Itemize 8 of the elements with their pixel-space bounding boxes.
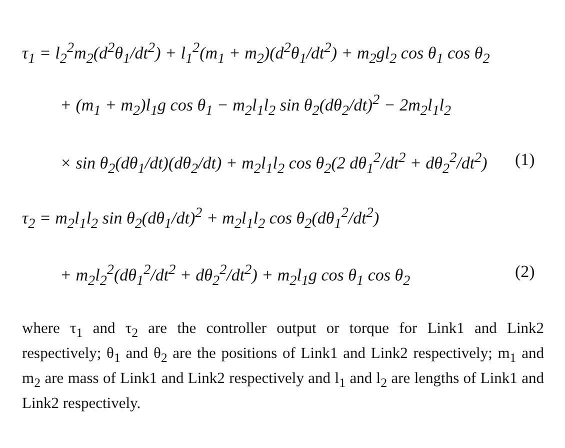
equation-number: (1) bbox=[515, 150, 535, 170]
equation-line: + m$_{2}$l$_{2}$$^{2}$(dθ$_{1}$$^{2}$/dt$^{2}$ + dθ$_{2}$$^{2}$/dt$^{2}$) + m$_{2}$l$_{1}$g cos θ$_{1}$ cos θ$_{2}$ bbox=[60, 262, 410, 290]
description-paragraph: where τ$_{1}$ and τ$_{2}$ are the controller output or torque for Link1 and Link2 respectively; θ$_{1}$ and θ$_{2}$ are the positions of Link1 and Link2 respectively; m$_{1}$ and m$_{2}$ are mass of Link1 and Link2 respectively and l$_{1}$ and l$_{2}$ are lengths of Link1 and Link2 respectively. bbox=[22, 319, 544, 414]
equation-line: + (m$_{1}$ + m$_{2}$)l$_{1}$g cos θ$_{1}$ − m$_{2}$l$_{1}$l$_{2}$ sin θ$_{2}$(dθ$_{2}$/dt)$^{2}$ − 2m$_{2}$l$_{1}$l$_{2}$ bbox=[60, 92, 452, 120]
equation-number: (2) bbox=[515, 262, 535, 282]
equation-line: τ$_{2}$ = m$_{2}$l$_{1}$l$_{2}$ sin θ$_{2}$(dθ$_{1}$/dt)$^{2}$ + m$_{2}$l$_{1}$l$_{2}$ cos θ$_{2}$(dθ$_{1}$$^{2}$/dt$^{2}$) bbox=[22, 205, 380, 234]
equation-line: × sin θ$_{2}$(dθ$_{1}$/dt)(dθ$_{2}$/dt) + m$_{2}$l$_{1}$l$_{2}$ cos θ$_{2}$(2 dθ$_{1}$$^{2}$/dt$^{2}$ + dθ$_{2}$$^{2}$/dt$^{2}$) bbox=[60, 150, 488, 178]
equation-line: τ$_{1}$ = l$_{2}$$^{2}$m$_{2}$(d$^{2}$θ$_{1}$/dt$^{2}$) + l$_{1}$$^{2}$(m$_{1}$ + m$_{2}$)(d$^{2}$θ$_{1}$/dt$^{2}$) + m$_{2}$gl$_{2}$ cos θ$_{1}$ cos θ$_{2}$ bbox=[22, 40, 490, 68]
